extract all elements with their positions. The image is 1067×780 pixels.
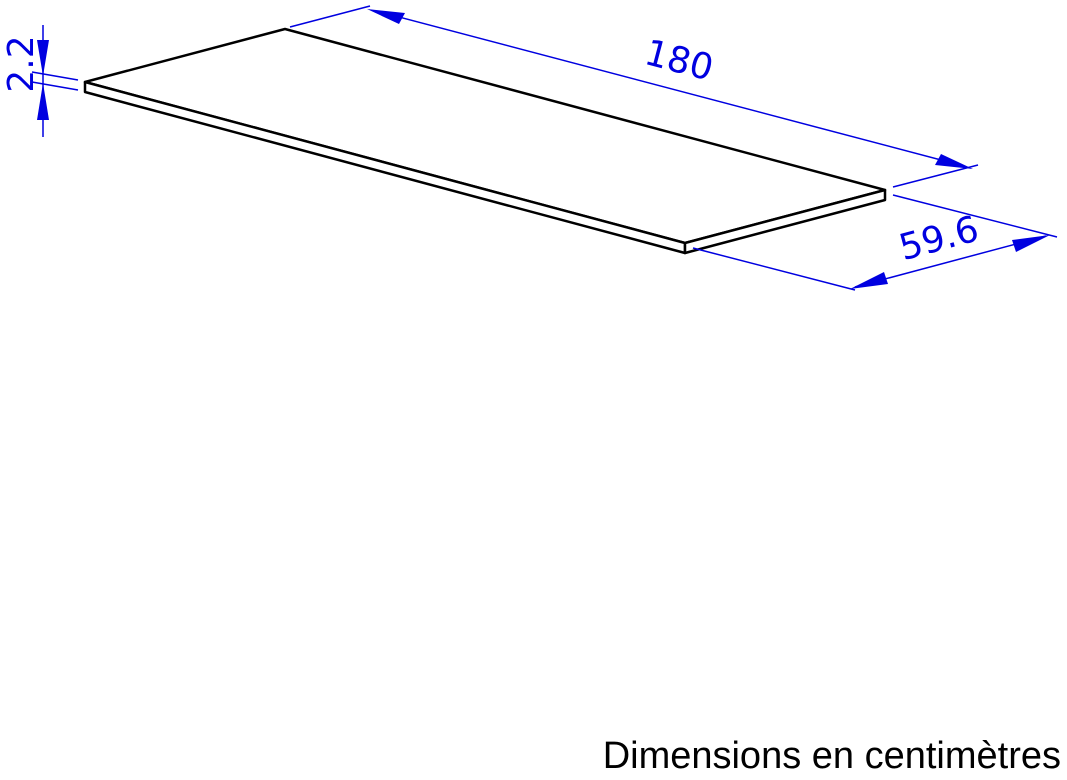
length-arrowhead-left	[367, 9, 405, 24]
units-caption: Dimensions en centimètres	[602, 735, 1061, 778]
depth-extension-line-back	[892, 194, 1058, 238]
thickness-arrowhead-bottom	[37, 83, 49, 120]
panel-outline	[83, 27, 887, 255]
depth-arrowhead-front	[850, 272, 888, 289]
thickness-extension-line-bottom	[31, 81, 79, 91]
thickness-arrowhead-top	[37, 40, 49, 76]
length-dimension-line	[379, 11, 961, 166]
thickness-dimension: 2.2	[1, 25, 79, 137]
length-arrowhead-right	[935, 154, 973, 169]
thickness-extension-line-top	[31, 71, 79, 81]
thickness-label: 2.2	[1, 35, 42, 92]
length-extension-line-right	[892, 164, 979, 188]
panel-right-edge	[683, 188, 887, 255]
length-label: 180	[640, 32, 717, 89]
depth-extension-line-front	[692, 247, 856, 291]
depth-arrowhead-back	[1012, 235, 1050, 252]
length-extension-line-left	[289, 5, 371, 28]
panel-top-face	[83, 27, 887, 245]
depth-label: 59.6	[895, 209, 983, 269]
